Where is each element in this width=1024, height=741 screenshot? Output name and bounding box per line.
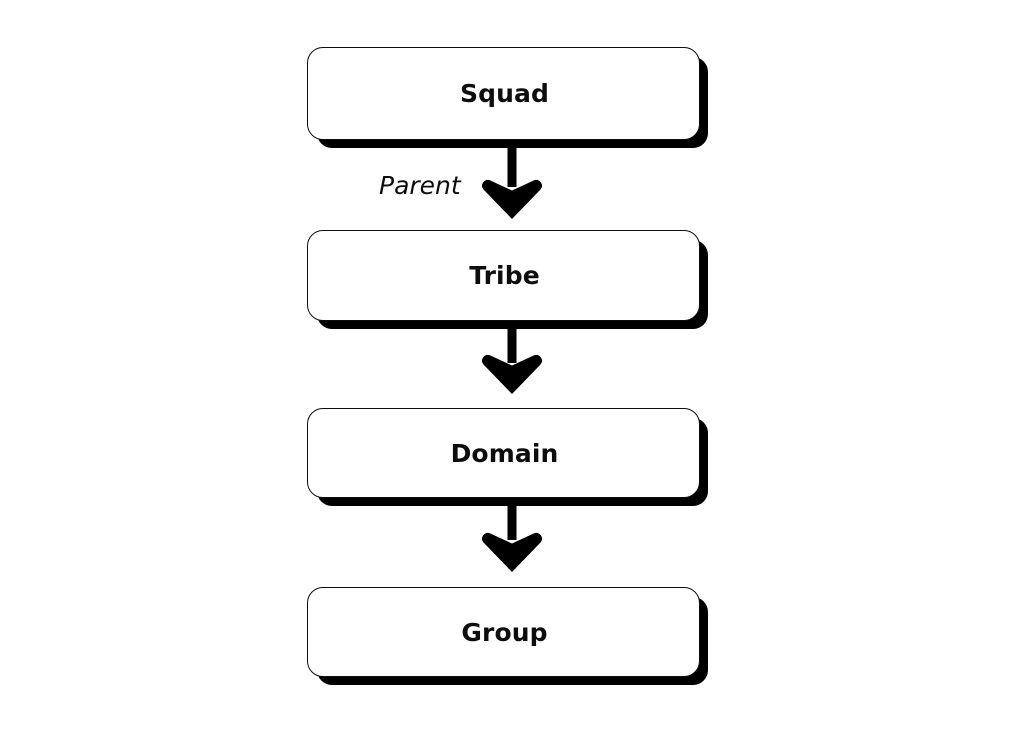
arrow-domain-to-group [481,497,543,572]
edge-label-parent: Parent [379,171,461,200]
node-group-label: Group [461,617,548,647]
arrow-tribe-to-domain [481,320,543,394]
arrow-squad-to-tribe [481,139,543,219]
node-squad-label: Squad [460,79,549,108]
node-domain-label: Domain [450,438,559,468]
node-group[interactable]: Group [307,587,700,677]
node-squad[interactable]: Squad [307,47,700,140]
node-tribe[interactable]: Tribe [307,230,700,321]
node-tribe-label: Tribe [469,261,540,290]
node-domain[interactable]: Domain [307,408,700,498]
